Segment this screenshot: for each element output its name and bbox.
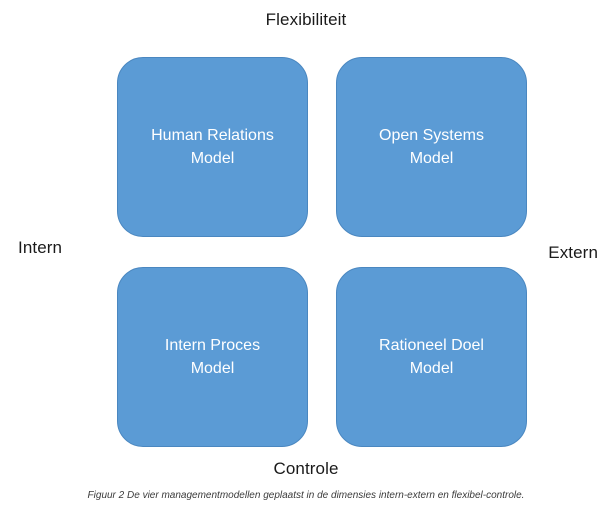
quadrant-label-human-relations: Human Relations Model bbox=[151, 127, 274, 167]
quadrant-label-open-systems: Open Systems Model bbox=[379, 127, 484, 167]
quadrant-box-intern-proces[interactable]: Intern Proces Model bbox=[117, 267, 308, 447]
quadrant-box-human-relations[interactable]: Human Relations Model bbox=[117, 57, 308, 237]
quadrant-label-intern-proces: Intern Proces Model bbox=[164, 337, 261, 377]
axis-label-flexibiliteit: Flexibiliteit bbox=[265, 10, 347, 29]
axis-label-controle: Controle bbox=[273, 459, 339, 478]
axis-label-intern: Intern bbox=[18, 238, 63, 257]
axis-label-extern: Extern bbox=[548, 243, 598, 262]
quadrant-box-open-systems[interactable]: Open Systems Model bbox=[336, 57, 527, 237]
figure-caption: Figuur 2 De vier managementmodellen gepl… bbox=[87, 490, 525, 501]
quadrant-box-rationeel-doel[interactable]: Rationeel Doel Model bbox=[336, 267, 527, 447]
quadrant-label-rationeel-doel: Rationeel Doel Model bbox=[379, 337, 484, 377]
quadrant-grid: Human Relations Model Open Systems Model… bbox=[117, 57, 528, 447]
